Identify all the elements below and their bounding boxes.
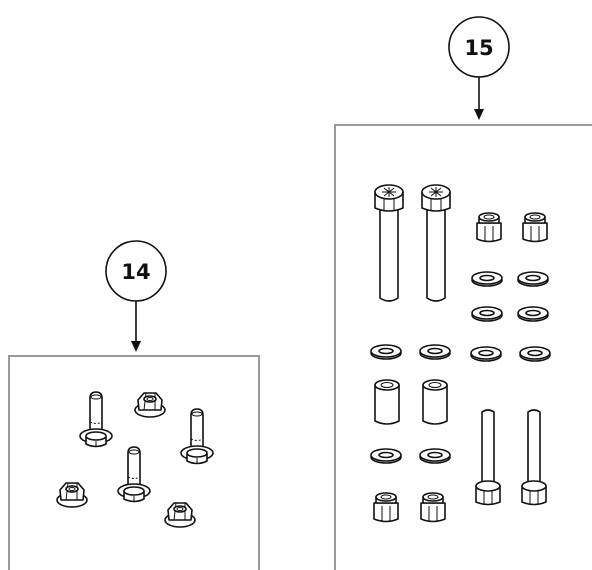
flange-bolt-icon (117, 446, 151, 503)
hardware-panel-15 (334, 124, 592, 570)
callout-number: 14 (121, 260, 150, 284)
panel-15-parts (370, 184, 551, 523)
flat-washer-icon (517, 306, 549, 322)
flat-washer-icon (471, 271, 503, 287)
flat-washer-icon (470, 346, 502, 362)
flat-washer-icon (370, 344, 402, 360)
flat-washer-icon (370, 448, 402, 464)
spacer-sleeve-icon (374, 379, 400, 425)
arrow-head-icon (474, 109, 484, 120)
callout-number: 15 (464, 36, 493, 60)
hardware-panel-14 (8, 355, 260, 570)
flange-nut-icon (164, 502, 196, 528)
nylock-nut-icon (420, 492, 446, 523)
callout-15: 15 (448, 16, 510, 120)
flat-washer-icon (419, 344, 451, 360)
arrow-head-icon (131, 341, 141, 352)
flat-washer-icon (471, 306, 503, 322)
hex-bolt-icon (374, 184, 404, 302)
flange-nut-icon (134, 392, 166, 418)
hex-bolt-icon (421, 184, 451, 302)
spacer-sleeve-icon (422, 379, 448, 425)
flat-washer-icon (517, 271, 549, 287)
flange-nut-icon (56, 482, 88, 508)
flat-washer-icon (519, 346, 551, 362)
hex-bolt-icon (475, 409, 501, 506)
nylock-nut-icon (373, 492, 399, 523)
flat-washer-icon (419, 448, 451, 464)
panel-14-parts (56, 391, 214, 528)
flange-bolt-icon (79, 391, 113, 448)
callout-14: 14 (105, 240, 167, 352)
flange-bolt-icon (180, 408, 214, 465)
nylock-nut-icon (522, 212, 548, 243)
hex-bolt-icon (521, 409, 547, 506)
nylock-nut-icon (476, 212, 502, 243)
